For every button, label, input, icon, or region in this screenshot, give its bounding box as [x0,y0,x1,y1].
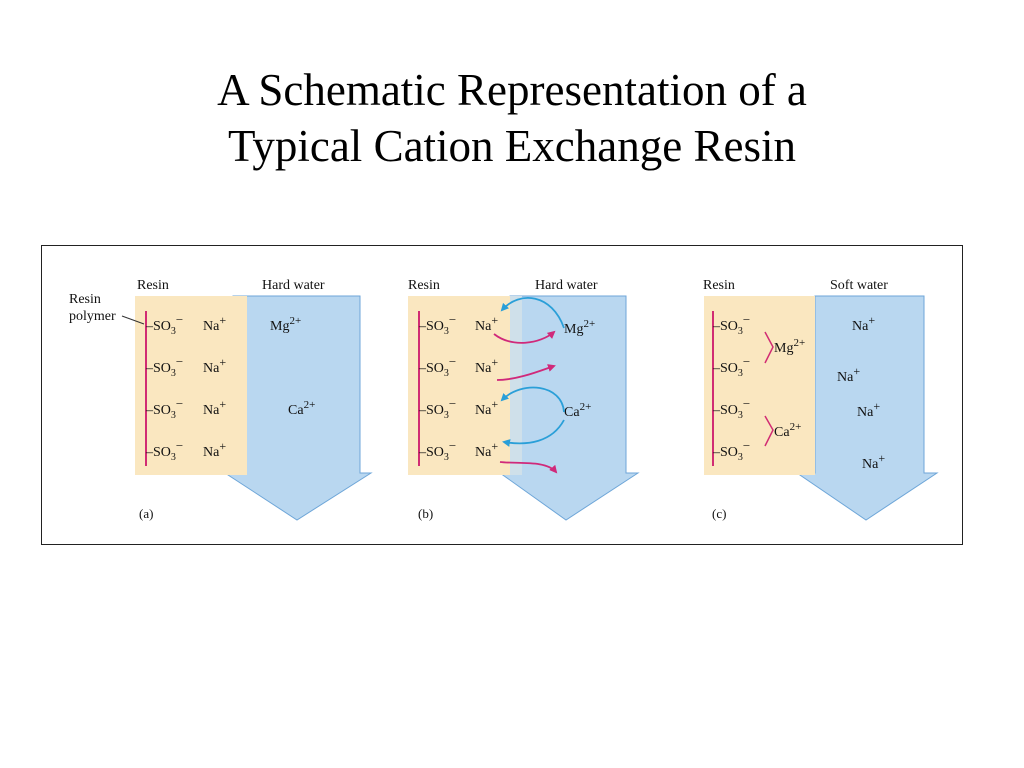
sulfonate-charge: − [176,312,183,327]
exchange-site: –SO3− Na+ [145,438,226,463]
exchange-site: –SO3− Na+ [418,312,498,337]
polymer-label-line1: Resin [69,292,101,307]
exchange-arrow-na-to-water [499,461,558,474]
title-line-1: A Schematic Representation of a [217,65,807,115]
svg-text:Na+: Na+ [203,397,226,418]
sodium-label: Na [475,361,492,376]
sulfonate-label: SO [720,319,738,334]
resin-region [704,296,815,475]
svg-text:Na+: Na+ [203,355,226,376]
sulfonate-label: SO [153,361,171,376]
svg-text:–SO3−: –SO3− [145,396,183,421]
calcium-ion: Ca2+ [564,401,591,420]
free-sodium-ion: Na+ [862,451,885,472]
svg-text:–SO3−: –SO3− [712,312,750,337]
water-label: Soft water [830,278,888,293]
resin-label: Resin [703,278,735,293]
resin-diagram: Resin Hard water Resin polymer –SO3− Na+… [69,278,939,521]
svg-text:Na+: Na+ [475,397,498,418]
resin-figure: Resin Hard water Resin polymer –SO3− Na+… [41,245,963,545]
free-sodium-ion: Na+ [857,399,880,420]
slide-title: A Schematic Representation of a Typical … [0,62,1024,174]
bound-magnesium-ion: Mg2+ [774,337,805,356]
bond-mg [764,331,774,364]
svg-text:–SO3−: –SO3− [418,312,456,337]
sodium-label: Na [475,319,492,334]
panel-c: Resin Soft water –SO3− –SO3− –SO3− –SO3−… [703,278,939,521]
title-line-2: Typical Cation Exchange Resin [228,121,796,171]
sodium-label: Na [475,445,492,460]
exchange-arrow-na-to-water [496,364,556,381]
magnesium-ion: Mg2+ [564,318,595,337]
svg-text:–SO3−: –SO3− [712,438,750,463]
exchange-arrow-na-to-water [493,330,556,344]
sulfonate-label: SO [426,361,444,376]
exchange-site: –SO3− [712,312,750,337]
exchange-arrow-ca-to-resin [500,386,565,413]
water-label: Hard water [535,278,598,293]
sodium-label: Na [475,403,492,418]
exchange-site: –SO3− Na+ [418,438,498,463]
exchange-arrow-mg-to-resin [500,297,565,329]
svg-text:–SO3−: –SO3− [145,354,183,379]
svg-text:–SO3−: –SO3− [145,312,183,337]
svg-text:Na+: Na+ [475,355,498,376]
sodium-label: Na [203,361,220,376]
svg-text:–SO3−: –SO3− [145,438,183,463]
exchange-site: –SO3− Na+ [145,396,226,421]
exchange-site: –SO3− Na+ [145,354,226,379]
resin-water-overlap [510,296,522,475]
svg-text:–SO3−: –SO3− [712,396,750,421]
resin-label: Resin [408,278,440,293]
bound-calcium-ion: Ca2+ [774,421,801,440]
exchange-site: –SO3− Na+ [418,354,498,379]
exchange-site: –SO3− Na+ [418,396,498,421]
sulfonate-label: SO [153,403,171,418]
sulfonate-label: SO [153,445,171,460]
exchange-site: –SO3− Na+ [145,312,226,337]
sodium-label: Na [203,319,220,334]
svg-text:Na+: Na+ [475,439,498,460]
svg-text:–SO3−: –SO3− [418,354,456,379]
sodium-label: Na [203,403,220,418]
free-sodium-ion: Na+ [852,313,875,334]
panel-a: Resin Hard water Resin polymer –SO3− Na+… [69,278,373,521]
exchange-site: –SO3− [712,438,750,463]
calcium-ion: Ca2+ [288,399,315,418]
sulfonate-label: SO [720,361,738,376]
bond-ca [764,415,774,447]
exchange-site: –SO3− [712,396,750,421]
svg-text:Na+: Na+ [475,313,498,334]
sulfonate-label: SO [720,445,738,460]
water-label: Hard water [262,278,325,293]
sulfonate-subscript: 3 [171,326,176,337]
panel-caption: (b) [418,506,433,521]
sulfonate-label: SO [426,445,444,460]
sodium-charge: + [219,313,226,327]
site-bond: – [145,319,154,334]
polymer-leader-line [121,315,145,325]
polymer-label-line2: polymer [69,309,116,324]
exchange-arrow-ca-to-resin [502,419,565,447]
svg-text:Na+: Na+ [203,439,226,460]
svg-text:Na+: Na+ [203,313,226,334]
sulfonate-label: SO [153,319,171,334]
svg-text:–SO3−: –SO3− [712,354,750,379]
sulfonate-label: SO [426,403,444,418]
free-sodium-ion: Na+ [837,364,860,385]
panel-caption: (a) [139,506,153,521]
sulfonate-label: SO [720,403,738,418]
svg-text:–SO3−: –SO3− [418,438,456,463]
exchange-site: –SO3− [712,354,750,379]
sulfonate-label: SO [426,319,444,334]
resin-region [135,296,247,475]
svg-text:–SO3−: –SO3− [418,396,456,421]
resin-label: Resin [137,278,169,293]
magnesium-ion: Mg2+ [270,315,301,334]
panel-b: Resin Hard water –SO3− Na+ –SO3− Na+ –SO… [408,278,640,521]
panel-caption: (c) [712,506,726,521]
sodium-label: Na [203,445,220,460]
